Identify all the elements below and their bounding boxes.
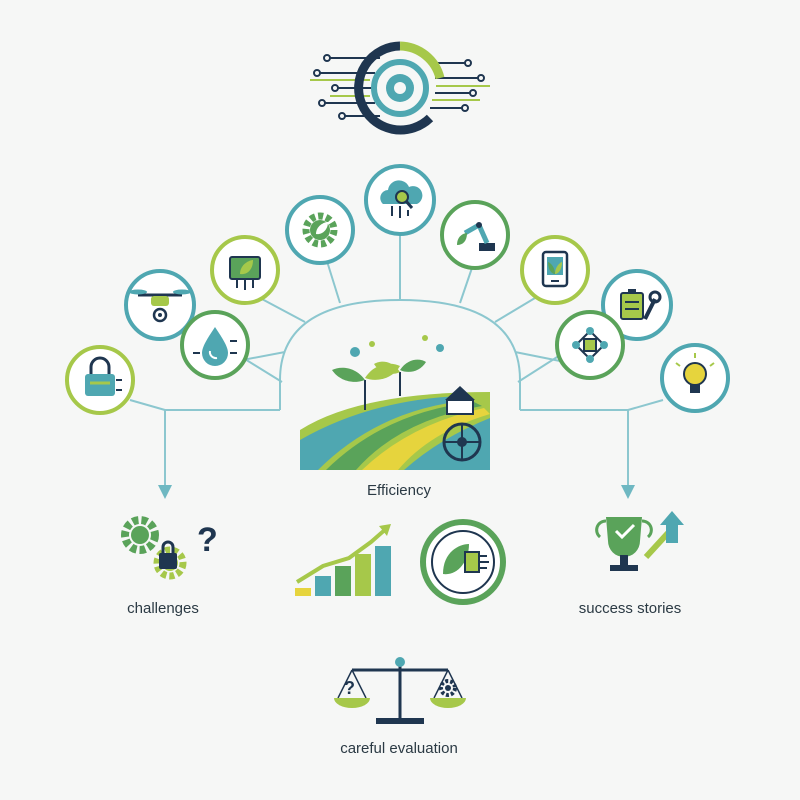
right-label-success-stories: success stories	[578, 600, 682, 617]
farm-field-illustration	[300, 335, 490, 470]
robotic-arm-icon	[440, 200, 510, 270]
leaf-circuit-badge-icon	[420, 519, 506, 605]
cloud-search-icon	[364, 164, 436, 236]
drone-icon	[124, 269, 196, 341]
gear-leaf-icon	[285, 195, 355, 265]
battery-wrench-icon	[601, 269, 673, 341]
gears-lock-question-icon: ?	[121, 516, 218, 580]
left-label-challenges: challenges	[127, 600, 199, 617]
svg-text:?: ?	[197, 521, 218, 559]
balance-scale-icon: ?	[334, 657, 466, 724]
growth-bar-chart-icon	[295, 524, 391, 596]
center-label-efficiency: Efficiency	[367, 482, 431, 499]
leaf-chip-icon	[210, 235, 280, 305]
tablet-plant-icon	[520, 235, 590, 305]
security-lock-chip-icon	[65, 345, 135, 415]
network-node-icon	[555, 310, 625, 380]
lightbulb-idea-icon	[660, 343, 730, 413]
bottom-label-careful-evaluation: careful evaluation	[340, 740, 458, 757]
water-drop-sensor-icon	[180, 310, 250, 380]
svg-text:?: ?	[344, 678, 355, 698]
circuit-brain-icon	[310, 41, 490, 135]
trophy-growth-icon	[595, 511, 684, 571]
